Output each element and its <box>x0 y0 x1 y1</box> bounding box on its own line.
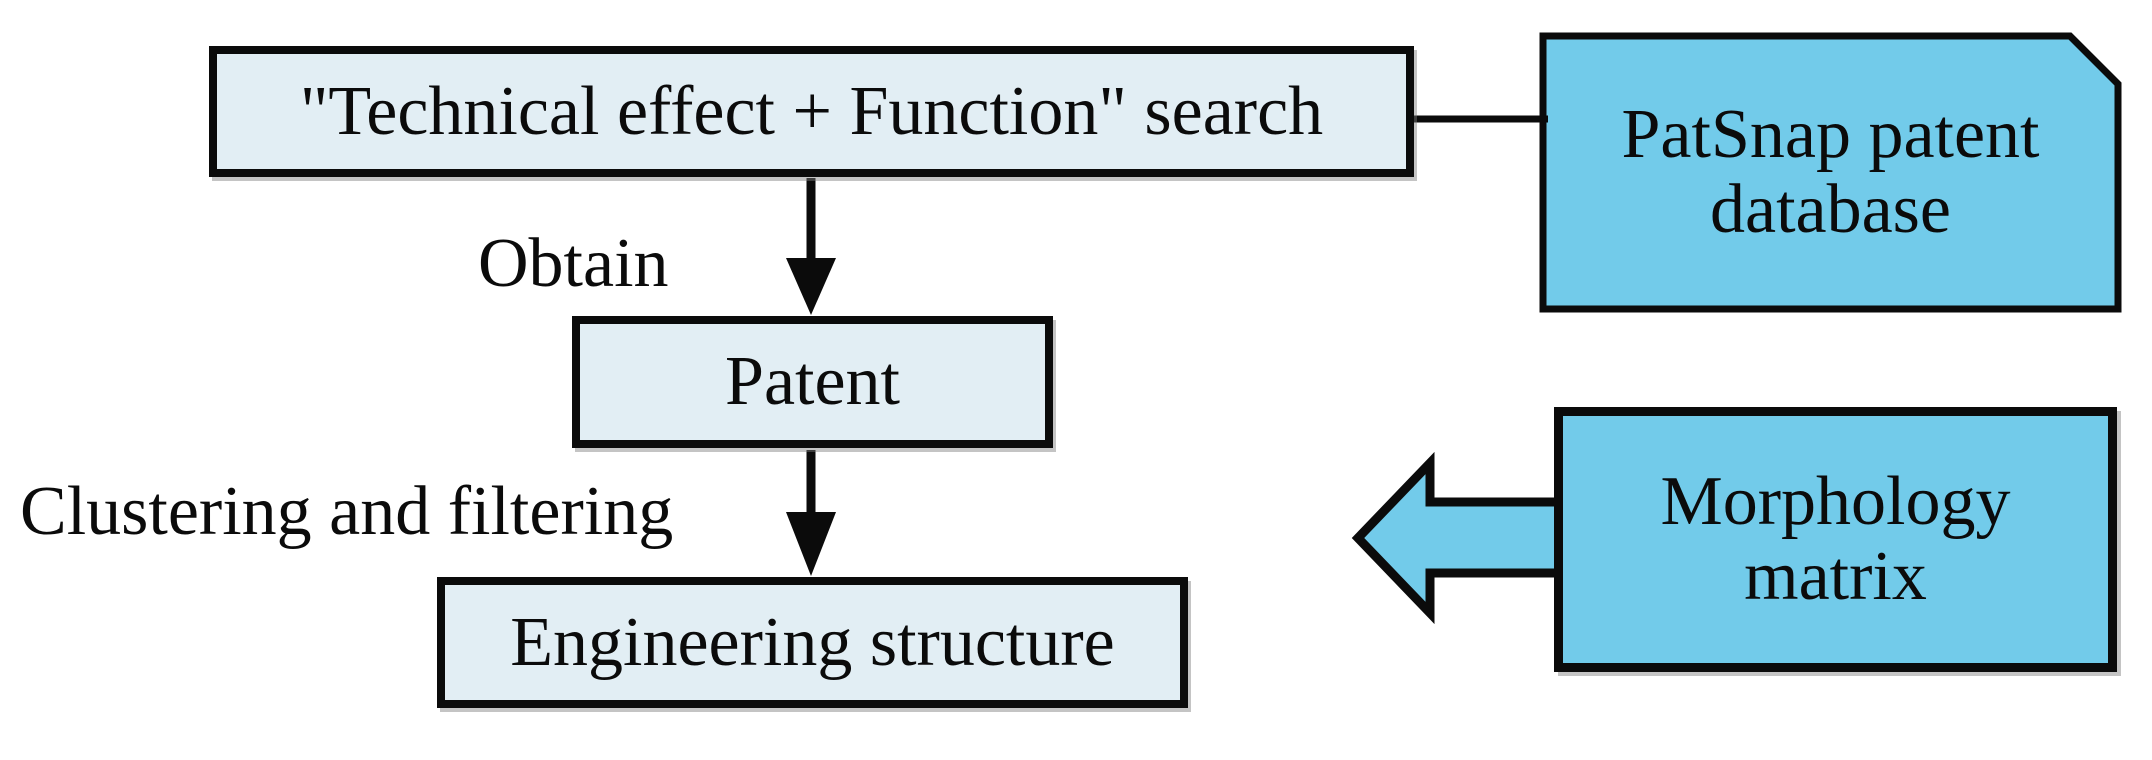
down-arrow-2-head <box>786 512 836 576</box>
left-block-arrow <box>1351 451 1567 625</box>
node-label-line2: matrix <box>1744 537 1927 615</box>
down-arrow-1-head <box>786 258 836 315</box>
node-engineering-structure: Engineering structure <box>437 577 1188 708</box>
node-label-line1: Morphology <box>1660 462 2011 540</box>
node-label: Engineering structure <box>510 603 1115 681</box>
edge-label-obtain: Obtain <box>478 225 669 302</box>
node-morphology-matrix: Morphology matrix <box>1554 407 2117 672</box>
node-label: Patent <box>725 343 900 420</box>
node-patsnap-patent-database: PatSnap patent database <box>1543 36 2118 309</box>
edge-label-clustering-and-filtering: Clustering and filtering <box>20 473 674 550</box>
node-patent: Patent <box>572 316 1053 448</box>
node-technical-effect-function-search: "Technical effect + Function" search <box>209 46 1414 177</box>
node-label-line1: PatSnap patent <box>1621 95 2040 173</box>
patsnap-card-shape <box>1539 32 2122 313</box>
node-label-line2: database <box>1710 170 1951 248</box>
node-label: "Technical effect + Function" search <box>299 72 1324 150</box>
